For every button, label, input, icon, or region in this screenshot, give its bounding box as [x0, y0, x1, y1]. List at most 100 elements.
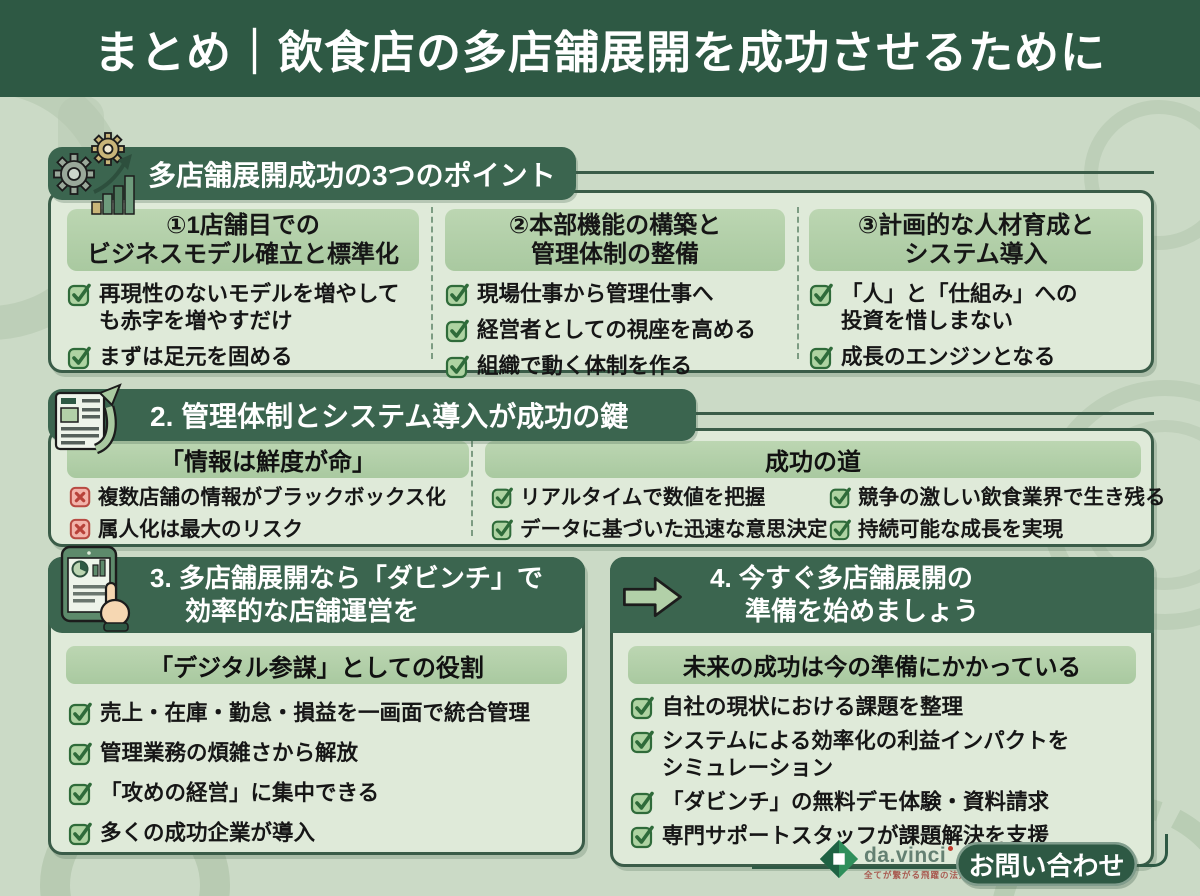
checklist-item-text: 経営者としての視座を高める	[477, 318, 756, 342]
check-icon	[630, 696, 654, 720]
report-arrow-icon	[52, 381, 130, 460]
check-icon	[68, 822, 92, 846]
cross-icon	[69, 486, 91, 508]
checklist-item-text: 「ダビンチ」の無料デモ体験・資料請求	[662, 790, 1050, 814]
checklist-item: リアルタイムで数値を把握	[491, 485, 827, 511]
point2-title-line2: 管理体制の整備	[531, 241, 699, 268]
checklist-item: 経営者としての視座を高める	[445, 317, 785, 344]
checklist-item-text: 売上・在庫・勤怠・損益を一画面で統合管理	[100, 701, 531, 725]
point3-title-line2: システム導入	[904, 241, 1048, 268]
checklist-item-text: システムによる効率化の利益インパクトを シミュレーション	[662, 729, 1070, 780]
footer-hook-line	[1140, 834, 1168, 867]
checklist-item: 「人」と「仕組み」への 投資を惜しまない	[809, 281, 1143, 335]
checklist-item: 「攻めの経営」に集中できる	[68, 780, 570, 807]
info-freshness-title: 「情報は鮮度が命」	[67, 441, 469, 478]
davinci-wordmark: da.vinci	[864, 844, 947, 867]
check-icon	[809, 346, 833, 370]
section1-panel: ①1店舗目での ビジネスモデル確立と標準化 再現性のないモデルを増やして も赤字…	[48, 190, 1154, 379]
point1-title: ①1店舗目での ビジネスモデル確立と標準化	[67, 209, 419, 271]
check-icon	[630, 791, 654, 815]
check-icon	[445, 319, 469, 343]
checklist-item: 競争の激しい飲食業界で生き残る	[829, 485, 1166, 511]
check-icon	[68, 702, 92, 726]
section3-subtitle: 「デジタル参謀」としての役割	[66, 646, 567, 684]
contact-button[interactable]: お問い合わせ	[956, 842, 1137, 886]
check-icon	[491, 519, 513, 541]
checklist-item: 多くの成功企業が導入	[68, 820, 570, 847]
section3-heading-bar: 3. 多店舗展開なら「ダビンチ」で 効率的な店舗運営を	[48, 557, 585, 633]
checklist-item-text: 競争の激しい飲食業界で生き残る	[858, 486, 1166, 509]
check-icon	[445, 283, 469, 307]
risk-item-text: 複数店舗の情報がブラックボックス化	[98, 486, 446, 509]
section4-heading-bar: 4. 今すぐ多店舗展開の 準備を始めましょう	[610, 557, 1154, 633]
section2-heading: 2. 管理体制とシステム導入が成功の鍵	[150, 401, 629, 432]
checklist-item: 「ダビンチ」の無料デモ体験・資料請求	[630, 789, 1142, 816]
risk-list: 複数店舗の情報がブラックボックス化 属人化は最大のリスク	[69, 485, 473, 549]
column-divider	[797, 207, 799, 359]
check-icon	[491, 487, 513, 509]
checklist-item-text: 「人」と「仕組み」への 投資を惜しまない	[841, 282, 1078, 333]
check-icon	[445, 355, 469, 379]
checklist-item-text: まずは足元を固める	[99, 345, 293, 369]
section4-checklist: 自社の現状における課題を整理 システムによる効率化の利益インパクトを シミュレー…	[630, 694, 1142, 857]
check-icon	[630, 730, 654, 754]
footer-connector-line	[752, 866, 960, 869]
section2-panel: 「情報は鮮度が命」 複数店舗の情報がブラックボックス化 属人化は最大のリスク 成…	[48, 428, 1166, 549]
gears-growth-chart-icon	[50, 130, 140, 221]
checklist-item: まずは足元を固める	[67, 344, 419, 371]
davinci-logo-text: da.vinci	[864, 844, 969, 868]
check-icon	[809, 283, 833, 307]
check-icon	[67, 283, 91, 307]
point3-title-line1: ③計画的な人材育成と	[857, 212, 1095, 239]
check-icon	[68, 742, 92, 766]
checklist-item: 再現性のないモデルを増やして も赤字を増やすだけ	[67, 281, 419, 335]
checklist-item-text: 成長のエンジンとなる	[841, 345, 1056, 369]
checklist-item-text: 多くの成功企業が導入	[100, 821, 316, 845]
checklist-item-text: 現場仕事から管理仕事へ	[477, 282, 714, 306]
success-list-right: 競争の激しい飲食業界で生き残る 持続可能な成長を実現	[829, 485, 1166, 549]
point1-column: ①1店舗目での ビジネスモデル確立と標準化 再現性のないモデルを増やして も赤字…	[67, 209, 419, 380]
checklist-item: システムによる効率化の利益インパクトを シミュレーション	[630, 728, 1142, 782]
section3-heading-line2: 効率的な店舗運営を	[185, 596, 420, 626]
column-divider	[471, 441, 473, 536]
checklist-item: 自社の現状における課題を整理	[630, 694, 1142, 721]
tablet-tap-icon	[54, 545, 138, 638]
checklist-item: 管理業務の煩雑さから解放	[68, 740, 570, 767]
checklist-item-text: 「攻めの経営」に集中できる	[100, 781, 380, 805]
point2-title: ②本部機能の構築と 管理体制の整備	[445, 209, 785, 271]
check-icon	[68, 782, 92, 806]
davinci-logo-mark	[819, 839, 859, 879]
checklist-item: 成長のエンジンとなる	[809, 344, 1143, 371]
checklist-item-text: 持続可能な成長を実現	[858, 518, 1063, 541]
section2-heading-pill: 2. 管理体制とシステム導入が成功の鍵	[48, 389, 696, 441]
checklist-item-text: 自社の現状における課題を整理	[662, 695, 964, 719]
section1-heading: 多店舗展開成功の3つのポイント	[148, 159, 556, 191]
point3-column: ③計画的な人材育成と システム導入 「人」と「仕組み」への 投資を惜しまない 成…	[809, 209, 1143, 380]
checklist-item: データに基づいた迅速な意思決定	[491, 517, 828, 543]
check-icon	[829, 519, 851, 541]
risk-item: 複数店舗の情報がブラックボックス化	[69, 485, 473, 511]
page-title-bar: まとめ｜飲食店の多店舗展開を成功させるために	[0, 0, 1200, 97]
point1-title-line1: ①1店舗目での	[166, 212, 320, 239]
checklist-item: 組織で動く体制を作る	[445, 353, 785, 380]
column-divider	[431, 207, 433, 359]
point2-title-line1: ②本部機能の構築と	[508, 212, 722, 239]
davinci-logo: da.vinci 全てが繋がる飛躍の法則	[818, 838, 969, 881]
logo-red-dot	[948, 846, 954, 851]
checklist-item: 持続可能な成長を実現	[829, 517, 1147, 543]
check-icon	[630, 825, 654, 849]
page-title: まとめ｜飲食店の多店舗展開を成功させるために	[93, 27, 1106, 78]
checklist-item-text: リアルタイムで数値を把握	[520, 486, 766, 509]
point3-title: ③計画的な人材育成と システム導入	[809, 209, 1143, 271]
risk-item-text: 属人化は最大のリスク	[98, 518, 303, 541]
checklist-item-text: 管理業務の煩雑さから解放	[100, 741, 359, 765]
arrow-right-icon	[622, 575, 684, 624]
davinci-logo-text-block: da.vinci 全てが繋がる飛躍の法則	[864, 844, 969, 881]
section2-connector-line	[690, 412, 1154, 415]
checklist-item-text: 再現性のないモデルを増やして も赤字を増やすだけ	[99, 282, 400, 333]
section3-checklist: 売上・在庫・勤怠・損益を一画面で統合管理 管理業務の煩雑さから解放 「攻めの経営…	[68, 700, 570, 860]
checklist-item-text: 組織で動く体制を作る	[477, 354, 693, 378]
contact-button-label: お問い合わせ	[968, 850, 1125, 881]
section4-subtitle: 未来の成功は今の準備にかかっている	[628, 646, 1136, 684]
checklist-item: 売上・在庫・勤怠・損益を一画面で統合管理	[68, 700, 570, 727]
